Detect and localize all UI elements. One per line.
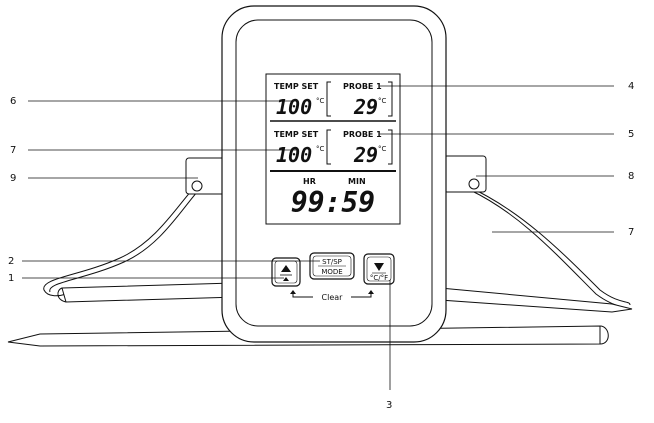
row2-bracket-left <box>326 129 331 165</box>
callout-1: 1 <box>8 273 14 284</box>
row2-temp-set-value: 100 <box>276 143 312 167</box>
down-arrow-icon <box>374 263 384 271</box>
row1-temp-set-unit: °C <box>316 97 325 105</box>
up-arrow-icon <box>281 265 291 272</box>
row1-temp-set-value: 100 <box>276 95 312 119</box>
callout-7-right: 7 <box>628 227 634 238</box>
mode-button[interactable]: ST/SP MODE <box>309 252 355 280</box>
callout-2: 2 <box>8 256 14 267</box>
timer-min-label: MIN <box>348 177 366 186</box>
callout-3: 3 <box>386 400 392 411</box>
up-small-arrow-icon <box>283 277 289 281</box>
row2-bracket-right <box>388 129 393 165</box>
timer-value: 99:59 <box>291 186 375 219</box>
row2-temp-set-unit: °C <box>316 145 325 153</box>
mode-button-bottom-label: MODE <box>321 268 342 276</box>
up-button[interactable] <box>271 257 301 287</box>
row2-temp-set-label: TEMP SET <box>274 130 319 139</box>
clear-arrow-right-icon <box>368 290 374 294</box>
callout-8: 8 <box>628 171 634 182</box>
down-button-sub-label: °C/°F <box>370 274 388 282</box>
row1-temp-set-label: TEMP SET <box>274 82 319 91</box>
callout-9: 9 <box>10 173 16 184</box>
callout-4: 4 <box>628 81 634 92</box>
callout-7-left: 7 <box>10 145 16 156</box>
leader-lines <box>22 85 614 390</box>
mode-button-top-label: ST/SP <box>322 258 342 266</box>
down-button[interactable]: °C/°F <box>363 253 395 285</box>
row1-bracket-right <box>388 81 393 117</box>
row1-probe-label: PROBE 1 <box>343 82 382 91</box>
row1-bracket-left <box>326 81 331 117</box>
lcd-screen: TEMP SET PROBE 1 100 °C 29 °C TEMP SET P… <box>265 73 401 225</box>
clear-label: Clear <box>322 293 344 302</box>
row2-probe-value: 29 <box>353 143 378 167</box>
callout-6: 6 <box>10 96 16 107</box>
row2-probe-label: PROBE 1 <box>343 130 382 139</box>
row2-probe-unit: °C <box>378 145 387 153</box>
right-probe <box>439 185 633 313</box>
row1-probe-unit: °C <box>378 97 387 105</box>
callout-numbers: 6 7 9 2 1 4 5 8 7 3 <box>8 81 634 411</box>
timer-hr-label: HR <box>303 177 316 186</box>
callout-5: 5 <box>628 129 634 140</box>
row1-probe-value: 29 <box>353 95 378 119</box>
clear-arrow-left-icon <box>290 290 296 294</box>
clear-indicator: Clear <box>290 290 374 302</box>
